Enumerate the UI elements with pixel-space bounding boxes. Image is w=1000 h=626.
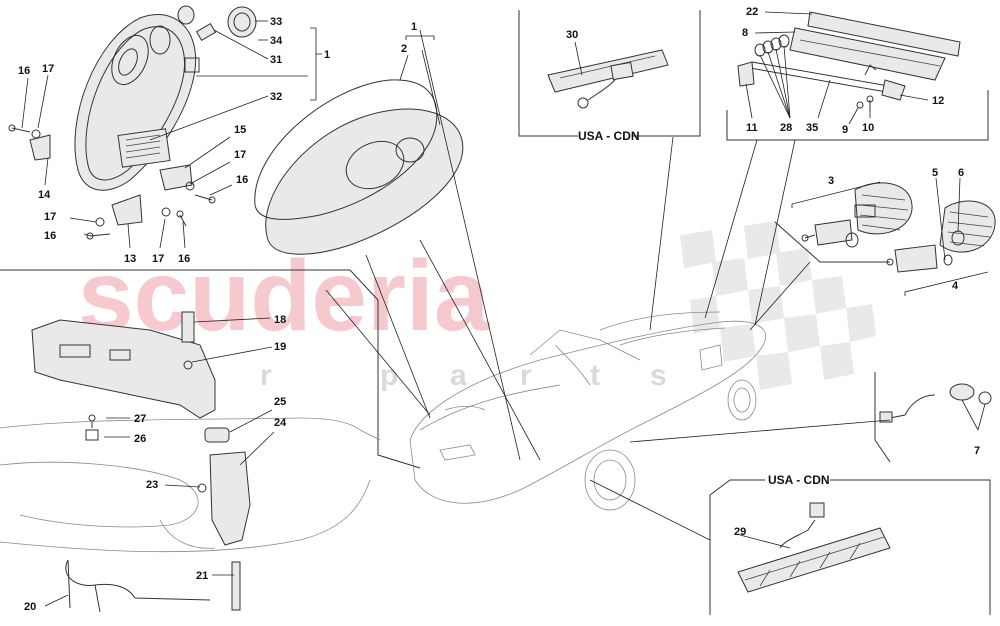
part-number: 22 [746,6,758,18]
part-number-labels: 33 34 31 1 32 1 2 16 17 14 15 17 16 17 1… [18,6,980,613]
part-number: 29 [734,526,746,538]
part-number: 12 [932,95,944,107]
headlight-seal [254,79,438,220]
part-number: 3 [828,175,834,187]
usa-cdn-bottom-frame-right [830,479,991,615]
part-number: 24 [274,417,287,429]
headlight-lens-group [254,35,464,255]
bracket-14 [29,134,51,161]
part-number: 16 [236,174,248,186]
brake-light-30-body [547,49,669,93]
rear-lamps [791,181,996,296]
bracket-11 [737,61,755,87]
part-number: 26 [134,433,146,445]
watermark-letter: a [450,359,467,392]
lamp-3 [854,182,913,235]
headlight-assembly [8,5,322,240]
washer-group [0,311,381,613]
leader-lines [21,11,986,607]
washer-pump-18 [181,311,195,343]
part-number: 16 [44,230,56,242]
part-number: 19 [274,341,286,353]
side-marker-7 [879,383,992,423]
part-number: 35 [806,122,818,134]
brake-light-30 [547,49,669,109]
bracket-15 [159,164,193,191]
part-number: 18 [274,314,286,326]
part-number: 28 [780,122,792,134]
region-label-usa-cdn-top: USA - CDN [578,129,640,143]
part-number: 14 [38,189,51,201]
usa-cdn-top-frame-right [632,10,701,137]
bracket-13 [111,194,143,226]
grommet-19 [183,360,193,370]
part-number: 30 [566,29,578,41]
bracket-12 [881,79,906,101]
washer-reservoir [209,451,251,546]
part-number: 25 [274,396,286,408]
part-number: 1 [324,49,330,61]
part-number: 17 [42,63,54,75]
washer-cap-25 [204,427,230,443]
headlight-ballast [117,128,171,168]
headlight-housing [74,14,197,191]
watermark-letter: t [590,359,600,392]
part-number: 32 [270,91,282,103]
part-number: 34 [270,35,283,47]
rear-light-bar [737,11,961,112]
watermark-letter: s [650,359,667,392]
usa-cdn-bottom-frame [709,479,765,615]
light-housing [789,27,946,81]
part-number: 20 [24,601,36,613]
cap-33 [177,5,195,25]
part-number: 6 [958,167,964,179]
side-marker-lamp [949,383,975,401]
divider-line [0,269,421,469]
part-number: 5 [932,167,938,179]
part-number: 1 [411,21,417,33]
part-number: 33 [270,16,282,28]
reflector-29 [737,502,891,593]
checkered-flag-watermark [680,221,876,390]
reflector-29-body [737,527,891,593]
part-number: 23 [146,479,158,491]
headlight-lens [265,108,464,255]
region-label-usa-cdn-bottom: USA - CDN [768,473,830,487]
part-number: 8 [742,27,748,39]
divider-line [774,221,890,263]
watermark-letter: r [520,359,532,392]
part-number: 4 [952,280,959,292]
part-number: 16 [178,253,190,265]
lamp-4 [939,200,996,253]
part-number: 7 [974,445,980,457]
region-frames [0,10,991,615]
bulb-31 [195,22,217,42]
part-number: 31 [270,54,282,66]
washer-hose [65,559,211,601]
part-number: 11 [746,122,758,134]
part-number: 17 [234,149,246,161]
cap-34 [227,6,257,38]
part-number: 10 [862,122,874,134]
watermark-letter: p [380,359,398,392]
part-number: 17 [44,211,56,223]
divider-line [874,372,891,463]
tail-light-frame [726,90,989,141]
usa-cdn-top-frame [518,10,578,137]
part-number: 13 [124,253,136,265]
trim-22 [807,11,961,57]
watermark-letter: r [260,359,272,392]
part-number: 16 [18,65,30,77]
part-number: 2 [401,43,407,55]
part-number: 27 [134,413,146,425]
nut-9 [856,101,864,109]
part-number: 9 [842,124,848,136]
part-number: 15 [234,124,246,136]
screw-10 [866,95,874,112]
part-number: 21 [196,570,208,582]
part-number: 17 [152,253,164,265]
